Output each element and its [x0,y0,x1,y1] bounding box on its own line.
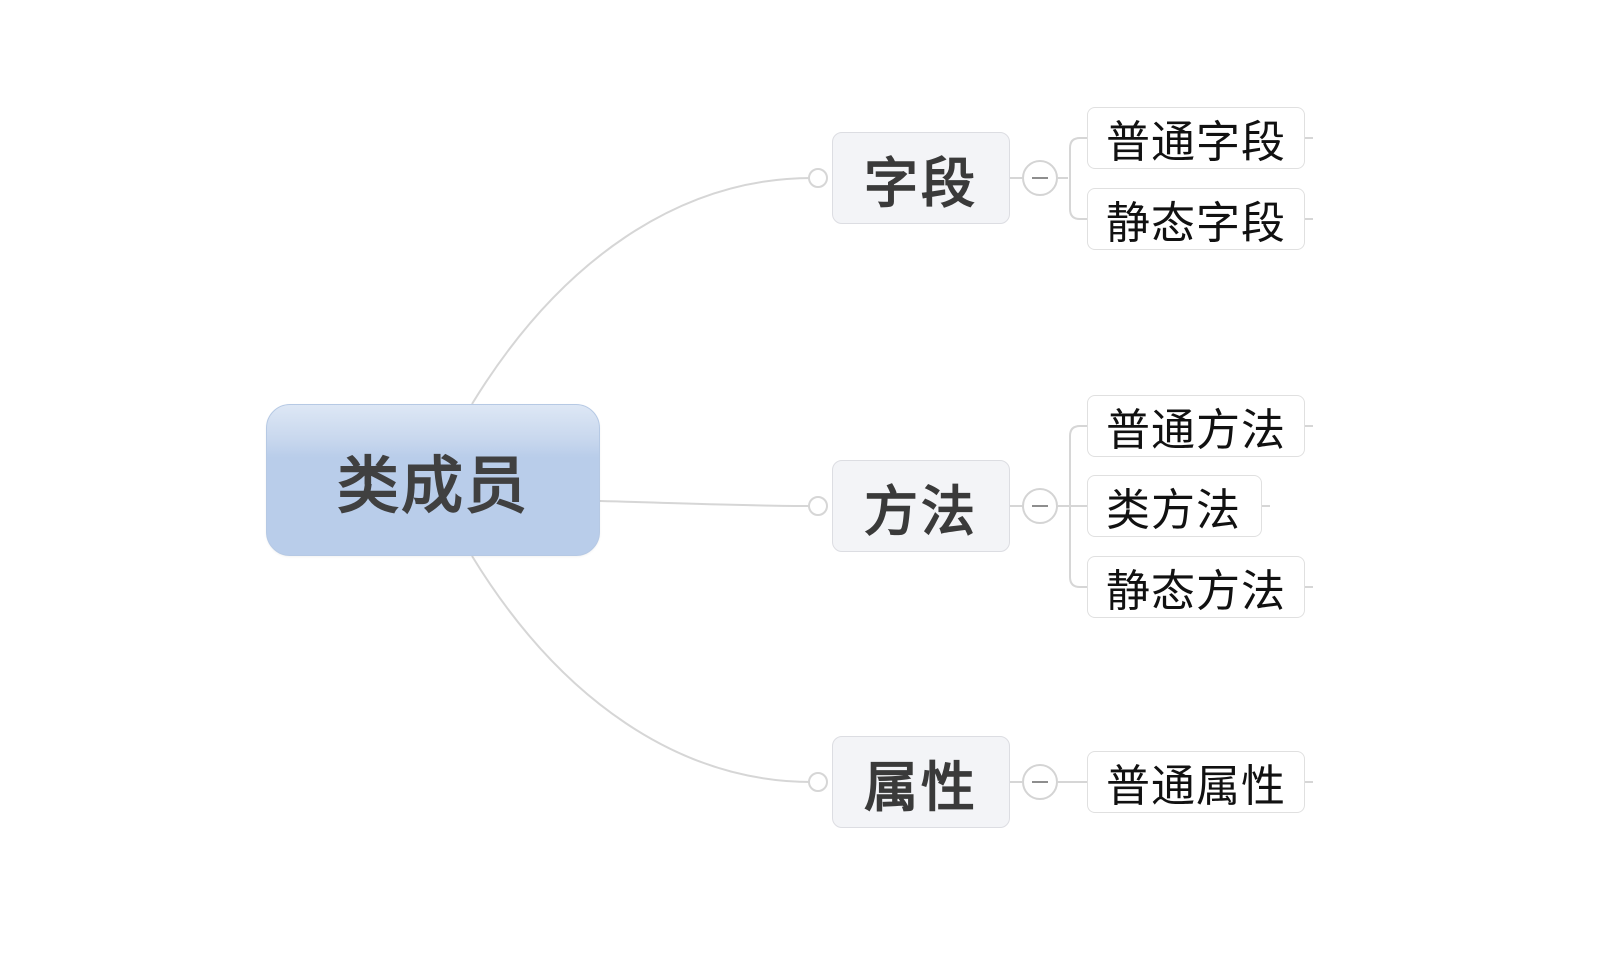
branch-anchor-properties [808,772,828,792]
branch-anchor-methods [808,496,828,516]
minus-icon [1032,505,1048,507]
branch-node-methods[interactable]: 方法 [832,460,1010,552]
bracket-methods [1058,425,1087,588]
leaf-node-normal-method[interactable]: 普通方法 [1087,395,1305,457]
leaf-node-static-field[interactable]: 静态字段 [1087,188,1305,250]
leaf-node-label: 普通属性 [1106,761,1286,812]
root-node-label: 类成员 [336,449,529,522]
branch-node-label: 字段 [864,151,978,215]
root-node[interactable]: 类成员 [266,404,600,556]
leaf-node-label: 类方法 [1106,485,1241,536]
branch-anchor-fields [808,168,828,188]
connector-root-methods [599,500,813,507]
connector-root-fields [471,177,813,405]
leaf-node-normal-property[interactable]: 普通属性 [1087,751,1305,813]
minus-icon [1032,781,1048,783]
branch-node-fields[interactable]: 字段 [832,132,1010,224]
collapse-toggle-methods[interactable] [1022,488,1058,524]
minus-icon [1032,177,1048,179]
leaf-node-label: 普通方法 [1106,405,1286,456]
collapse-toggle-fields[interactable] [1022,160,1058,196]
bracket-fields [1058,137,1087,220]
branch-node-properties[interactable]: 属性 [832,736,1010,828]
leaf-node-class-method[interactable]: 类方法 [1087,475,1262,537]
connector-root-properties [471,555,813,783]
leaf-node-label: 普通字段 [1106,117,1286,168]
branch-node-label: 方法 [864,479,978,543]
collapse-toggle-properties[interactable] [1022,764,1058,800]
leaf-node-static-method[interactable]: 静态方法 [1087,556,1305,618]
branch-node-label: 属性 [864,755,978,819]
leaf-node-label: 静态字段 [1106,198,1286,249]
leaf-node-label: 静态方法 [1106,566,1286,617]
leaf-node-normal-field[interactable]: 普通字段 [1087,107,1305,169]
